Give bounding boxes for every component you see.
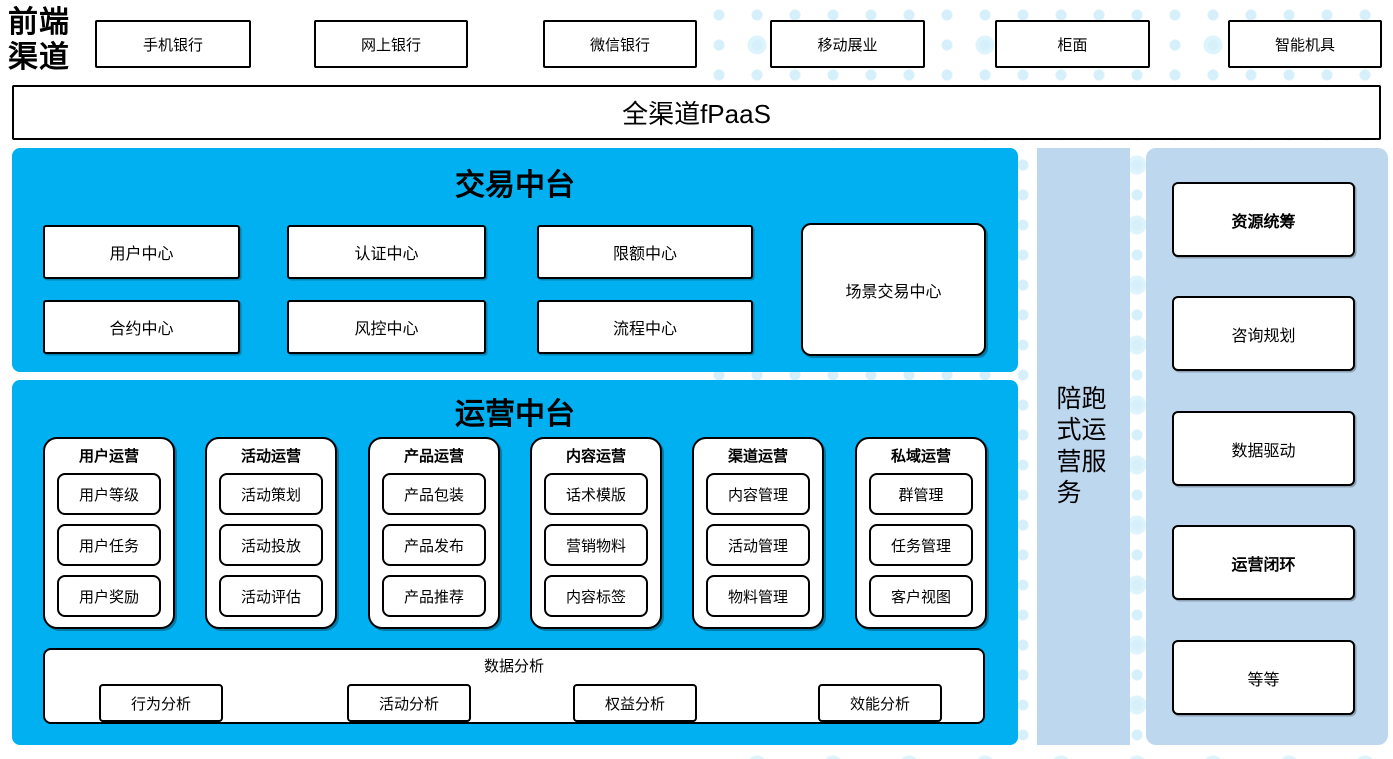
center-box-risk: 风控中心 xyxy=(287,300,486,354)
center-box-limit: 限额中心 xyxy=(537,225,753,279)
service-box-consulting: 咨询规划 xyxy=(1172,296,1355,371)
ops-column-title: 用户运营 xyxy=(78,448,139,465)
ops-column-user: 用户运营 用户等级 用户任务 用户奖励 xyxy=(43,437,175,629)
data-analysis-strip: 数据分析 行为分析 活动分析 权益分析 效能分析 xyxy=(43,648,985,724)
ops-item: 物料管理 xyxy=(706,575,810,617)
ops-column-title: 产品运营 xyxy=(403,448,464,465)
ops-item: 产品发布 xyxy=(382,524,486,566)
ops-column-content: 内容运营 话术模版 营销物料 内容标签 xyxy=(530,437,662,629)
service-box-operation-loop: 运营闭环 xyxy=(1172,525,1355,600)
service-panel: 资源统筹 咨询规划 数据驱动 运营闭环 等等 xyxy=(1146,148,1388,745)
ops-item: 营销物料 xyxy=(544,524,648,566)
channel-box-counter: 柜面 xyxy=(995,20,1150,68)
ops-column-activity: 活动运营 活动策划 活动投放 活动评估 xyxy=(205,437,337,629)
accompanying-service-bar: 陪跑式运营服务 xyxy=(1037,148,1130,745)
ops-column-title: 私域运营 xyxy=(890,448,951,465)
analysis-box-rights: 权益分析 xyxy=(573,684,697,722)
channel-box-mobile-business: 移动展业 xyxy=(770,20,925,68)
ops-item: 内容管理 xyxy=(706,473,810,515)
analysis-box-activity: 活动分析 xyxy=(347,684,471,722)
channel-box-online-banking: 网上银行 xyxy=(314,20,468,68)
channel-box-wechat-banking: 微信银行 xyxy=(543,20,697,68)
analysis-box-efficiency: 效能分析 xyxy=(818,684,942,722)
center-box-user: 用户中心 xyxy=(43,225,240,279)
ops-item: 活动策划 xyxy=(219,473,323,515)
operations-platform-section: 运营中台 用户运营 用户等级 用户任务 用户奖励 活动运营 活动策划 活动投放 … xyxy=(12,380,1018,745)
ops-column-channel: 渠道运营 内容管理 活动管理 物料管理 xyxy=(692,437,824,629)
service-box-etc: 等等 xyxy=(1172,640,1355,715)
ops-column-title: 内容运营 xyxy=(565,448,626,465)
center-box-contract: 合约中心 xyxy=(43,300,240,354)
analysis-box-behavior: 行为分析 xyxy=(99,684,223,722)
ops-item: 用户等级 xyxy=(57,473,161,515)
transaction-platform-section: 交易中台 用户中心 认证中心 限额中心 合约中心 风控中心 流程中心 场景交易中… xyxy=(12,148,1018,372)
service-box-resource-planning: 资源统筹 xyxy=(1172,182,1355,257)
data-analysis-title: 数据分析 xyxy=(483,658,544,675)
ops-item: 活动投放 xyxy=(219,524,323,566)
ops-column-title: 渠道运营 xyxy=(727,448,788,465)
center-box-process: 流程中心 xyxy=(537,300,753,354)
ops-item: 客户视图 xyxy=(869,575,973,617)
transaction-platform-title: 交易中台 xyxy=(455,168,575,203)
ops-item: 内容标签 xyxy=(544,575,648,617)
ops-item: 任务管理 xyxy=(869,524,973,566)
ops-column-private-domain: 私域运营 群管理 任务管理 客户视图 xyxy=(855,437,987,629)
ops-item: 群管理 xyxy=(869,473,973,515)
fpaas-bar: 全渠道fPaaS xyxy=(12,85,1381,140)
frontend-channels-label: 前端渠道 xyxy=(8,5,70,75)
accompanying-service-label: 陪跑式运营服务 xyxy=(1056,385,1107,507)
ops-item: 活动管理 xyxy=(706,524,810,566)
channel-box-smart-machines: 智能机具 xyxy=(1228,20,1382,68)
ops-column-product: 产品运营 产品包装 产品发布 产品推荐 xyxy=(368,437,500,629)
ops-column-title: 活动运营 xyxy=(240,448,301,465)
ops-item: 活动评估 xyxy=(219,575,323,617)
center-box-auth: 认证中心 xyxy=(287,225,486,279)
ops-item: 产品包装 xyxy=(382,473,486,515)
ops-item: 用户任务 xyxy=(57,524,161,566)
center-box-scene-transaction: 场景交易中心 xyxy=(801,223,986,356)
ops-item: 话术模版 xyxy=(544,473,648,515)
channel-box-mobile-banking: 手机银行 xyxy=(95,20,251,68)
operations-platform-title: 运营中台 xyxy=(455,397,575,432)
ops-item: 用户奖励 xyxy=(57,575,161,617)
ops-item: 产品推荐 xyxy=(382,575,486,617)
service-box-data-driven: 数据驱动 xyxy=(1172,411,1355,486)
